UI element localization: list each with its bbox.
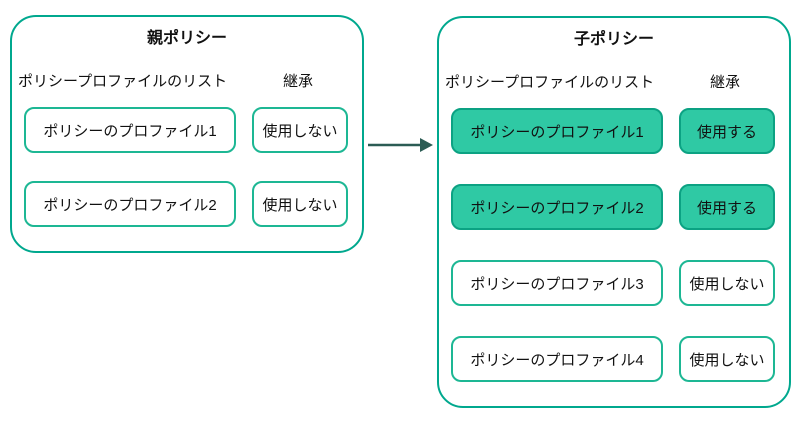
profile-box: ポリシーのプロファイル2 — [451, 184, 663, 230]
parent-policy-title: 親ポリシー — [146, 30, 227, 47]
parent-inherit-header: 継承 — [282, 73, 313, 90]
child-profile-row-inherited: ポリシーのプロファイル1 使用する — [439, 108, 789, 154]
profile-box: ポリシーのプロファイル1 — [451, 108, 663, 154]
parent-profile-row: ポリシーのプロファイル1 使用しない — [12, 107, 362, 153]
child-profile-row: ポリシーのプロファイル3 使用しない — [439, 260, 789, 306]
child-policy-rows: ポリシーのプロファイル1 使用する ポリシーのプロファイル2 使用する ポリシー… — [439, 108, 789, 382]
parent-profile-row: ポリシーのプロファイル2 使用しない — [12, 181, 362, 227]
profile-box: ポリシーのプロファイル2 — [24, 181, 236, 227]
child-policy-title: 子ポリシー — [573, 31, 654, 48]
inheritance-arrow-icon — [368, 138, 433, 152]
parent-policy-rows: ポリシーのプロファイル1 使用しない ポリシーのプロファイル2 使用しない — [12, 107, 362, 227]
profile-box: ポリシーのプロファイル1 — [24, 107, 236, 153]
child-profile-list-header: ポリシープロファイルのリスト — [445, 74, 655, 91]
inherit-status-box: 使用しない — [679, 336, 775, 382]
child-policy-panel: 子ポリシー ポリシープロファイルのリスト 継承 ポリシーのプロファイル1 使用す… — [437, 16, 791, 408]
inherit-status-box: 使用する — [679, 108, 775, 154]
inherit-status-box: 使用しない — [252, 107, 348, 153]
parent-policy-panel: 親ポリシー ポリシープロファイルのリスト 継承 ポリシーのプロファイル1 使用し… — [10, 15, 364, 253]
profile-box: ポリシーのプロファイル3 — [451, 260, 663, 306]
inherit-status-box: 使用しない — [252, 181, 348, 227]
child-profile-row: ポリシーのプロファイル4 使用しない — [439, 336, 789, 382]
profile-box: ポリシーのプロファイル4 — [451, 336, 663, 382]
inherit-status-box: 使用しない — [679, 260, 775, 306]
child-profile-row-inherited: ポリシーのプロファイル2 使用する — [439, 184, 789, 230]
child-inherit-header: 継承 — [709, 74, 740, 91]
parent-policy-headers: ポリシープロファイルのリスト 継承 — [12, 72, 362, 91]
inherit-status-box: 使用する — [679, 184, 775, 230]
child-policy-headers: ポリシープロファイルのリスト 継承 — [439, 73, 789, 92]
parent-profile-list-header: ポリシープロファイルのリスト — [18, 73, 228, 90]
